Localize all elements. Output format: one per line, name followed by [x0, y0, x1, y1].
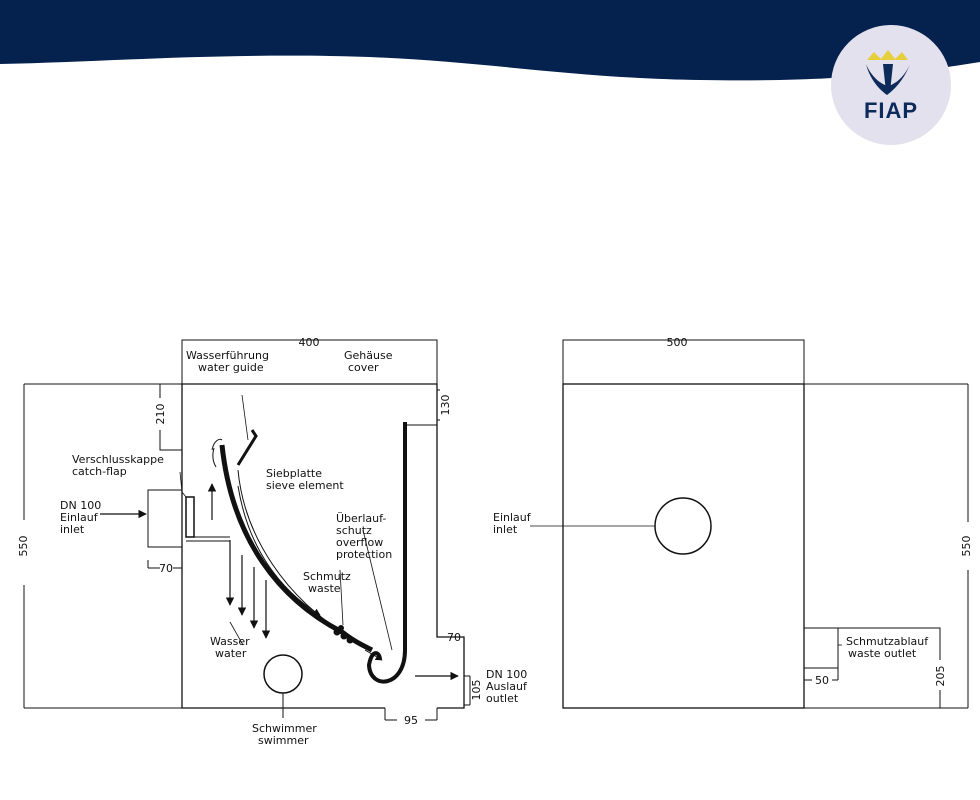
crown-icon	[867, 50, 908, 60]
dim-205: 205	[934, 666, 947, 687]
dim-95: 95	[404, 714, 418, 727]
label-water-en: water	[215, 647, 247, 660]
label-sieve-de: Siebplatte	[266, 467, 322, 480]
label-waste-en: waste	[308, 582, 341, 595]
label-outlet-dn: DN 100	[486, 668, 527, 681]
label-inlet-en: inlet	[60, 523, 85, 536]
dim-height-550: 550	[17, 536, 30, 557]
label-cover-de: Gehäuse	[344, 349, 393, 362]
label-overflow-3: overflow	[336, 536, 383, 549]
logo-text: FIAP	[864, 98, 918, 123]
label-overflow-4: protection	[336, 548, 392, 561]
right-view-text: 500 550 205 50 Einlauf inlet Schmutzabla…	[493, 336, 973, 687]
label-overflow-2: schutz	[336, 524, 372, 537]
label-inlet-dn: DN 100	[60, 499, 101, 512]
label-outlet-en: outlet	[486, 692, 519, 705]
fiap-logo: FIAP	[831, 25, 951, 145]
label-water-guide-de: Wasserführung	[186, 349, 269, 362]
label-cover-en: cover	[348, 361, 379, 374]
left-section-view	[23, 339, 471, 721]
header-banner	[0, 0, 980, 81]
left-view-text: 400 550 210 130 70 70 105 95 Wasserführu…	[17, 336, 528, 747]
label-sieve-en: sieve element	[266, 479, 344, 492]
dim-width-400: 400	[299, 336, 320, 349]
dim-70-inlet: 70	[159, 562, 173, 575]
label-outlet-de: Auslauf	[486, 680, 528, 693]
label-waste-outlet-de: Schmutzablauf	[846, 635, 929, 648]
dim-70-outlet: 70	[447, 631, 461, 644]
dim-height-550-right: 550	[960, 536, 973, 557]
dim-130: 130	[439, 395, 452, 416]
label-right-inlet-en: inlet	[493, 523, 518, 536]
label-water-guide-en: water guide	[198, 361, 264, 374]
label-water-de: Wasser	[210, 635, 250, 648]
label-right-inlet-de: Einlauf	[493, 511, 532, 524]
label-inlet-de: Einlauf	[60, 511, 99, 524]
dim-50: 50	[815, 674, 829, 687]
label-overflow-1: Überlauf-	[336, 512, 386, 525]
dim-width-500: 500	[667, 336, 688, 349]
label-catch-flap-de: Verschlusskappe	[72, 453, 164, 466]
right-front-view	[530, 339, 969, 709]
dim-210: 210	[154, 404, 167, 425]
label-catch-flap-en: catch-flap	[72, 465, 127, 478]
dim-105: 105	[470, 680, 483, 701]
label-swimmer-en: swimmer	[258, 734, 309, 747]
label-waste-de: Schmutz	[303, 570, 351, 583]
label-waste-outlet-en: waste outlet	[848, 647, 917, 660]
label-swimmer-de: Schwimmer	[252, 722, 317, 735]
